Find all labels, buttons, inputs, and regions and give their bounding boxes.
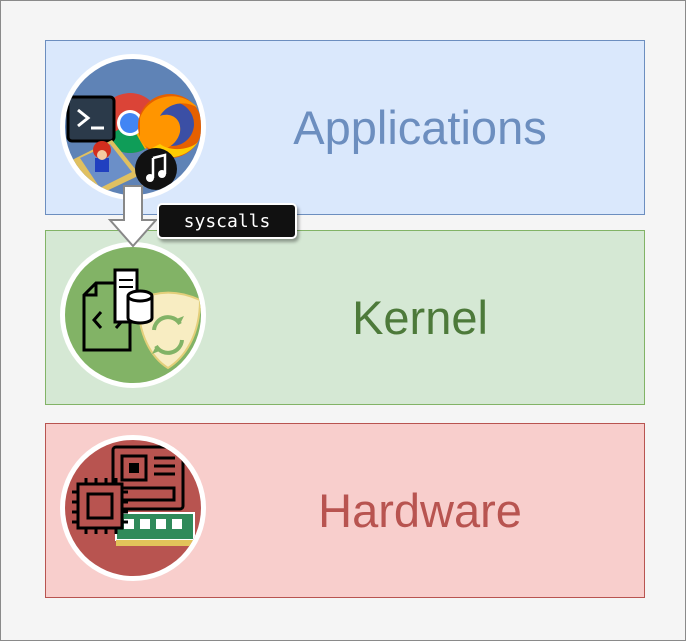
applications-layer: Applications [45,40,645,215]
kernel-label: Kernel [352,291,488,344]
applications-label: Applications [293,101,547,154]
syscalls-label: syscalls [157,203,297,239]
hardware-layer: Hardware [45,423,645,598]
kernel-layer: Kernel [45,230,645,405]
hardware-label: Hardware [318,484,522,537]
